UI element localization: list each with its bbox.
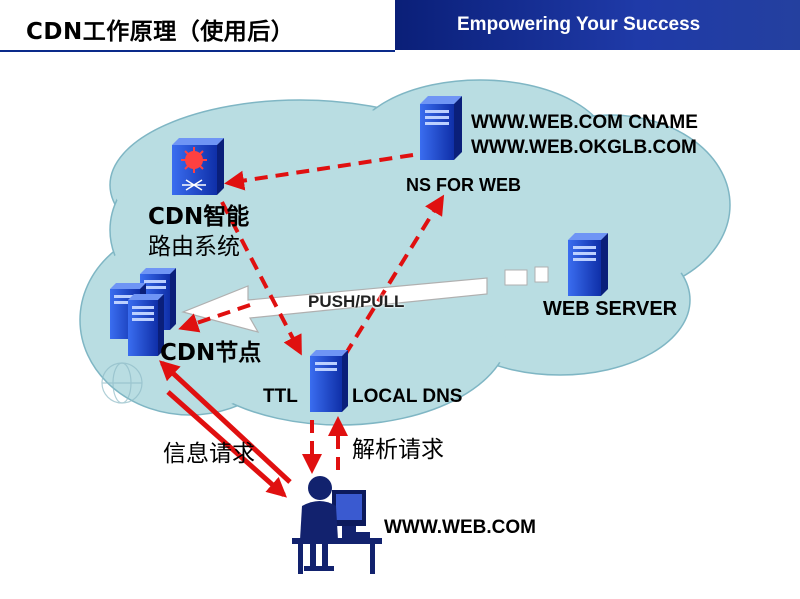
network-cloud — [79, 79, 731, 426]
web-server-label: WEB SERVER — [543, 298, 678, 320]
cdn-node-servers-icon — [110, 268, 176, 356]
flow-arrows — [178, 153, 445, 474]
header-banner: Empowering Your Success — [395, 0, 800, 50]
cdn-node-label: CDN节点 — [160, 340, 262, 366]
dns-server-icon — [420, 96, 462, 160]
web-server-icon — [568, 233, 608, 296]
arrow-localdns-to-ns — [343, 194, 445, 357]
push-pull-label: PUSH/PULL — [308, 292, 405, 311]
arrow-router-to-cdn-node — [178, 303, 251, 333]
banner-slogan: Empowering Your Success — [457, 14, 701, 35]
push-pull-arrow — [181, 266, 549, 333]
arrow-ns-to-router — [224, 153, 414, 191]
local-dns-label: LOCAL DNS — [352, 386, 463, 407]
ns-for-web-label: NS FOR WEB — [406, 175, 521, 195]
cdn-router-icon — [172, 138, 224, 195]
info-request-arrows — [159, 360, 292, 498]
cname-record-line1: WWW.WEB.COM CNAME — [471, 112, 698, 133]
ttl-label: TTL — [263, 386, 298, 407]
title-area: CDN工作原理（使用后） — [0, 0, 395, 52]
cname-record-line2: WWW.WEB.OKGLB.COM — [471, 137, 697, 158]
cdn-routing-label-line2: 路由系统 — [148, 234, 240, 260]
cdn-routing-label-line1: CDN智能 — [148, 204, 250, 230]
arrow-cdn-node-to-user — [166, 390, 287, 498]
user-url-label: WWW.WEB.COM — [384, 517, 536, 538]
resolve-request-label: 解析请求 — [352, 437, 444, 463]
slide-title: CDN工作原理（使用后） — [26, 19, 295, 45]
arrow-router-to-localdns — [220, 201, 302, 356]
arrow-user-to-cdn-node — [159, 360, 292, 484]
user-workstation-icon — [292, 476, 382, 574]
slide-header: CDN工作原理（使用后） Empowering Your Success — [0, 0, 800, 52]
local-dns-server-icon — [310, 350, 348, 412]
info-request-label: 信息请求 — [163, 441, 255, 467]
